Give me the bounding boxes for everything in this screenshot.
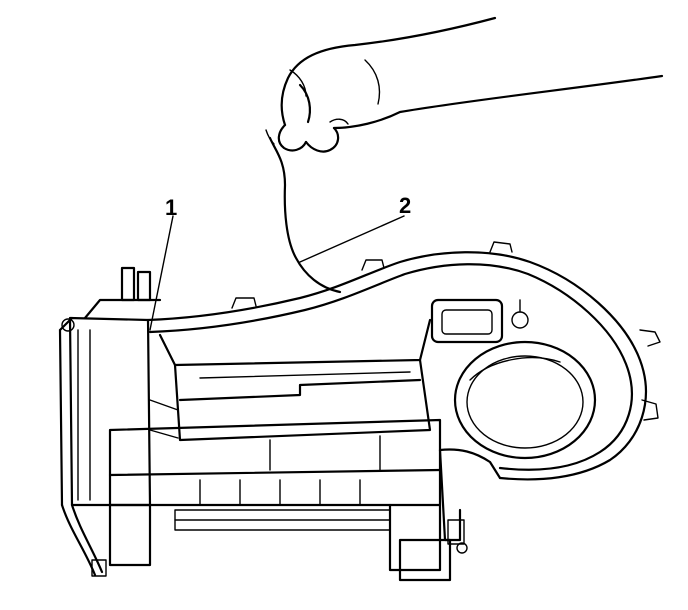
- callout-label-2: 2: [399, 193, 412, 218]
- wire: [268, 136, 342, 294]
- hand-illustration: [277, 16, 664, 153]
- hvac-housing: [58, 241, 661, 582]
- leader-line-2: [299, 215, 405, 263]
- leader-line-1: [149, 215, 174, 331]
- callout-label-1: 1: [165, 195, 178, 220]
